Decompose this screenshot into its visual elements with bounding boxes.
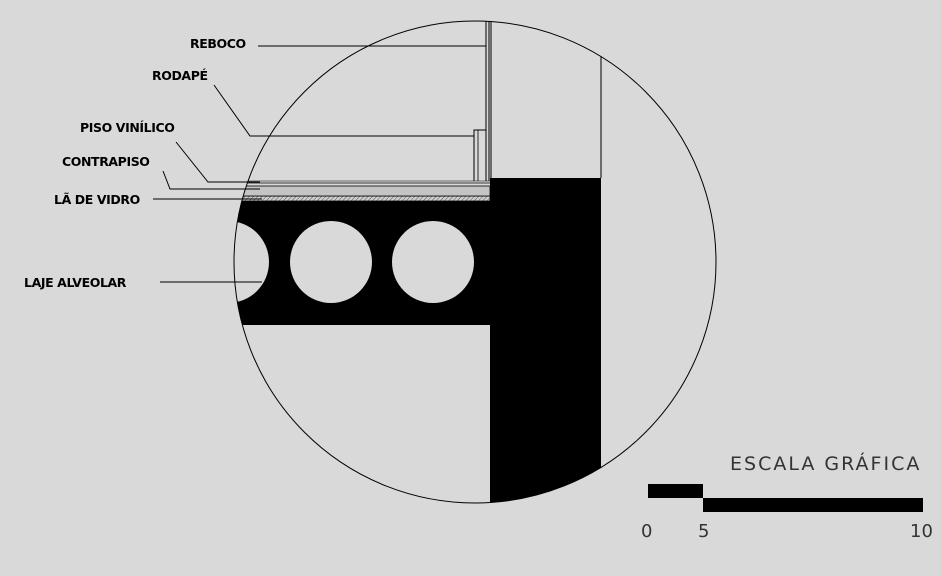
slab-void — [234, 221, 269, 303]
rodape-profile — [473, 129, 486, 181]
scale-tick-0: 0 — [641, 521, 652, 542]
detail-content — [234, 21, 602, 503]
label-rodape: RODAPÉ — [152, 68, 208, 83]
graphic-scale: ESCALA GRÁFICA 0 5 10 — [641, 452, 933, 542]
label-reboco: REBOCO — [190, 36, 246, 51]
contrapiso-layer — [234, 185, 491, 197]
scale-tick-10: 10 — [910, 521, 933, 542]
slab-void — [290, 221, 372, 303]
label-laje-alveolar: LAJE ALVEOLAR — [24, 275, 127, 290]
scale-title: ESCALA GRÁFICA — [730, 452, 921, 475]
scale-segment-5-10 — [703, 498, 923, 512]
scale-segment-0-5 — [648, 484, 703, 498]
rodape-leader — [213, 84, 474, 137]
detail-circle — [233, 20, 717, 504]
contrapiso-leader — [162, 170, 260, 190]
beam-section — [490, 178, 601, 503]
piso-vinilico-leader — [175, 141, 260, 183]
label-piso-vinilico: PISO VINÍLICO — [80, 120, 174, 135]
scale-tick-5: 5 — [698, 521, 709, 542]
label-contrapiso: CONTRAPISO — [62, 154, 150, 169]
slab-void — [392, 221, 474, 303]
label-la-de-vidro: LÃ DE VIDRO — [54, 192, 140, 207]
